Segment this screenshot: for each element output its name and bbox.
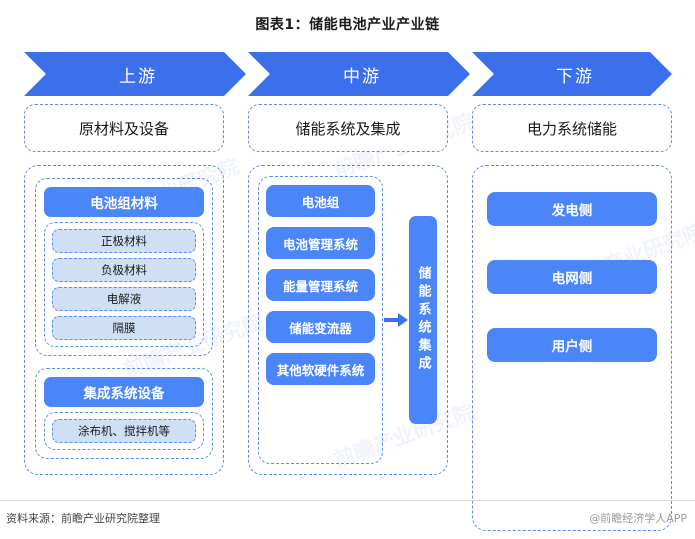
midstream-header: 储能系统及集成 (248, 104, 448, 152)
downstream-header: 电力系统储能 (472, 104, 672, 152)
stage-midstream[interactable]: 中游 (248, 52, 470, 96)
list-item[interactable]: 能量管理系统 (266, 269, 375, 301)
list-item[interactable]: 涂布机、搅拌机等 (52, 419, 196, 443)
midstream-item-list: 电池组 电池管理系统 能量管理系统 储能变流器 其他软硬件系统 (258, 176, 383, 464)
battery-materials-sublist: 正极材料 负极材料 电解液 隔膜 (44, 222, 204, 347)
list-item[interactable]: 发电侧 (487, 192, 657, 226)
upstream-group-integration-equipment: 集成系统设备 涂布机、搅拌机等 (35, 368, 213, 459)
upstream-header: 原材料及设备 (24, 104, 224, 152)
page-title: 图表1：储能电池产业产业链 (255, 17, 440, 33)
stage-banner: 上游 中游 下游 (24, 52, 672, 96)
column-midstream: 储能系统及集成 电池组 电池管理系统 能量管理系统 储能变流器 其他软硬件系统 … (248, 104, 448, 475)
list-item[interactable]: 其他软硬件系统 (266, 353, 375, 385)
stage-downstream-label: 下游 (556, 66, 594, 87)
upstream-group-battery-materials: 电池组材料 正极材料 负极材料 电解液 隔膜 (35, 178, 213, 356)
list-item[interactable]: 电池管理系统 (266, 227, 375, 259)
integration-box[interactable]: 储能系统集成 (409, 216, 437, 424)
downstream-body: 发电侧 电网侧 用户侧 (472, 165, 672, 531)
integration-equipment-sublist: 涂布机、搅拌机等 (44, 412, 204, 450)
list-item[interactable]: 隔膜 (52, 316, 196, 340)
stage-downstream[interactable]: 下游 (472, 52, 672, 96)
column-downstream: 电力系统储能 发电侧 电网侧 用户侧 (472, 104, 672, 531)
group-title-integration-equipment[interactable]: 集成系统设备 (44, 377, 204, 407)
stage-upstream-label: 上游 (119, 66, 157, 87)
column-upstream: 原材料及设备 电池组材料 正极材料 负极材料 电解液 隔膜 集成系统设备 涂布机… (24, 104, 224, 475)
upstream-body: 电池组材料 正极材料 负极材料 电解液 隔膜 集成系统设备 涂布机、搅拌机等 (24, 165, 224, 475)
list-item[interactable]: 电池组 (266, 185, 375, 217)
list-item[interactable]: 正极材料 (52, 229, 196, 253)
list-item[interactable]: 电网侧 (487, 260, 657, 294)
footer-divider (0, 500, 695, 501)
midstream-body: 电池组 电池管理系统 能量管理系统 储能变流器 其他软硬件系统 储能系统集成 (248, 165, 448, 475)
list-item[interactable]: 储能变流器 (266, 311, 375, 343)
source-text: 资料来源：前瞻产业研究院整理 (6, 512, 160, 525)
stage-midstream-label: 中游 (343, 66, 381, 87)
stage-upstream[interactable]: 上游 (24, 52, 246, 96)
arrow-right-icon (384, 313, 408, 327)
list-item[interactable]: 电解液 (52, 287, 196, 311)
group-title-battery-materials[interactable]: 电池组材料 (44, 187, 204, 217)
footer-watermark: @前瞻经济学人APP (589, 512, 687, 525)
list-item[interactable]: 用户侧 (487, 328, 657, 362)
list-item[interactable]: 负极材料 (52, 258, 196, 282)
